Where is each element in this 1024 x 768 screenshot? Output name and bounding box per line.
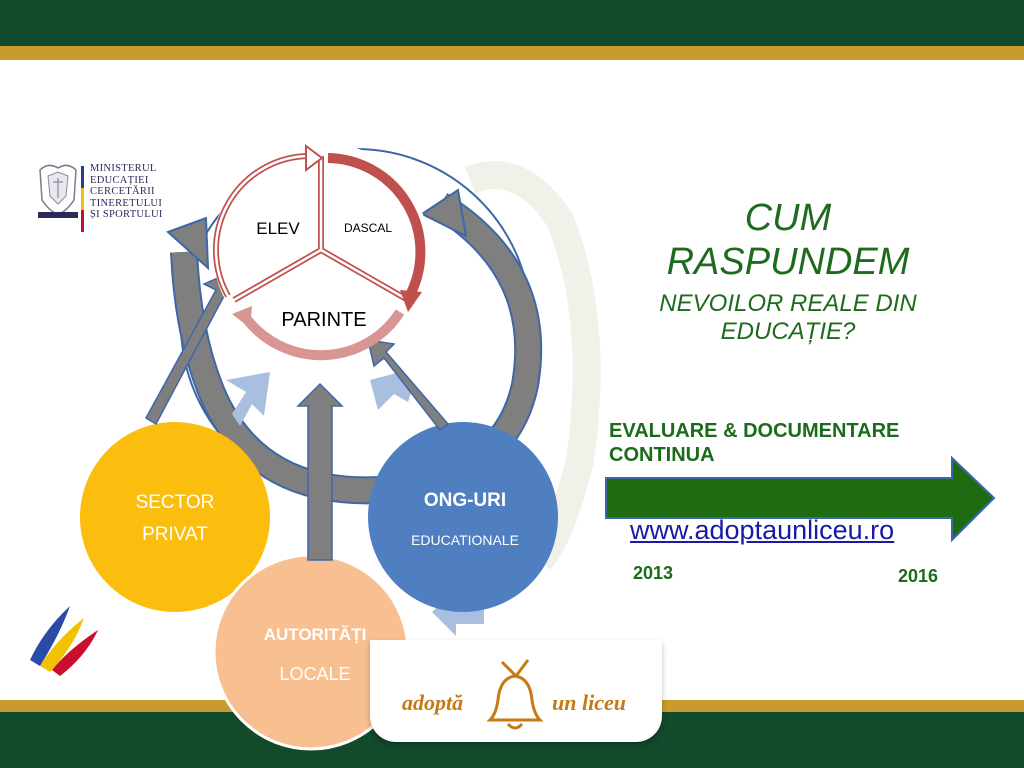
title-subline: NEVOILOR REALE DIN bbox=[659, 290, 917, 317]
light-arrow-left bbox=[226, 372, 270, 426]
ministry-name: MINISTERUL EDUCAȚIEI CERCETĂRII TINERETU… bbox=[90, 163, 163, 221]
evaluation-label: EVALUARE & DOCUMENTARE CONTINUA bbox=[609, 419, 1009, 467]
start-year: 2013 bbox=[633, 563, 674, 583]
cycle-arrowhead bbox=[232, 306, 252, 328]
timeline-arrow bbox=[605, 455, 996, 543]
sector-privat-label: SECTOR bbox=[136, 492, 215, 513]
title-line: RASPUNDEM bbox=[666, 241, 910, 283]
title-line: CUM bbox=[744, 197, 832, 239]
cycle-arrowhead bbox=[305, 144, 324, 172]
brand-text-right: un liceu bbox=[552, 690, 626, 715]
cycle-arc-elev-inner bbox=[214, 154, 309, 297]
slide-title: CUM RASPUNDEM NEVOILOR REALE DIN EDUCAȚI… bbox=[618, 196, 958, 346]
cycle-arc-parinte bbox=[242, 309, 405, 361]
website-link[interactable]: www.adoptaunliceu.ro bbox=[630, 515, 895, 545]
evaluation-line: CONTINUA bbox=[609, 444, 715, 466]
romania-coat-of-arms-icon bbox=[38, 164, 78, 218]
top-gold-stripe bbox=[0, 46, 1024, 60]
ministry-logo bbox=[34, 160, 164, 236]
autoritati-sublabel: LOCALE bbox=[279, 664, 350, 684]
feedback-loop-tail bbox=[420, 188, 468, 238]
sector-privat-label: PRIVAT bbox=[142, 524, 208, 545]
ong-uri-circle bbox=[368, 422, 558, 612]
ong-uri-label: ONG-URI bbox=[424, 490, 506, 511]
cycle-arrowhead bbox=[400, 290, 422, 312]
ministry-line: TINERETULUI bbox=[90, 197, 163, 209]
brand-text-left: adoptă bbox=[402, 690, 464, 715]
ministry-line: CERCETĂRII bbox=[90, 186, 155, 198]
brand-panel bbox=[370, 640, 662, 742]
bell-icon bbox=[486, 659, 544, 730]
title-subline: EDUCAȚIE? bbox=[720, 318, 856, 345]
ministry-line: EDUCAȚIEI bbox=[90, 174, 149, 186]
ribbon-logo-icon bbox=[30, 606, 98, 676]
cycle-arc-dascal bbox=[327, 153, 426, 298]
ministry-line: MINISTERUL bbox=[90, 163, 157, 174]
watermark-shape bbox=[464, 161, 601, 570]
feedback-loop-arrowhead bbox=[166, 216, 210, 271]
evaluation-line: EVALUARE & DOCUMENTARE bbox=[609, 420, 900, 442]
parinte-label: PARINTE bbox=[281, 309, 366, 331]
autoritati-label: AUTORITĂȚI bbox=[264, 625, 367, 644]
dascal-label: DASCAL bbox=[344, 221, 392, 235]
arrow-autoritati-to-cycle bbox=[296, 382, 344, 561]
end-year: 2016 bbox=[898, 566, 939, 586]
ong-uri-sublabel: EDUCATIONALE bbox=[411, 532, 519, 548]
elev-label: ELEV bbox=[256, 219, 300, 238]
arrow-ong-to-cycle bbox=[367, 339, 450, 432]
sector-privat-circle bbox=[80, 422, 270, 612]
romanian-flag-stripe bbox=[81, 166, 84, 232]
ministry-line: ȘI SPORTULUI bbox=[90, 209, 163, 221]
top-green-band bbox=[0, 0, 1024, 46]
